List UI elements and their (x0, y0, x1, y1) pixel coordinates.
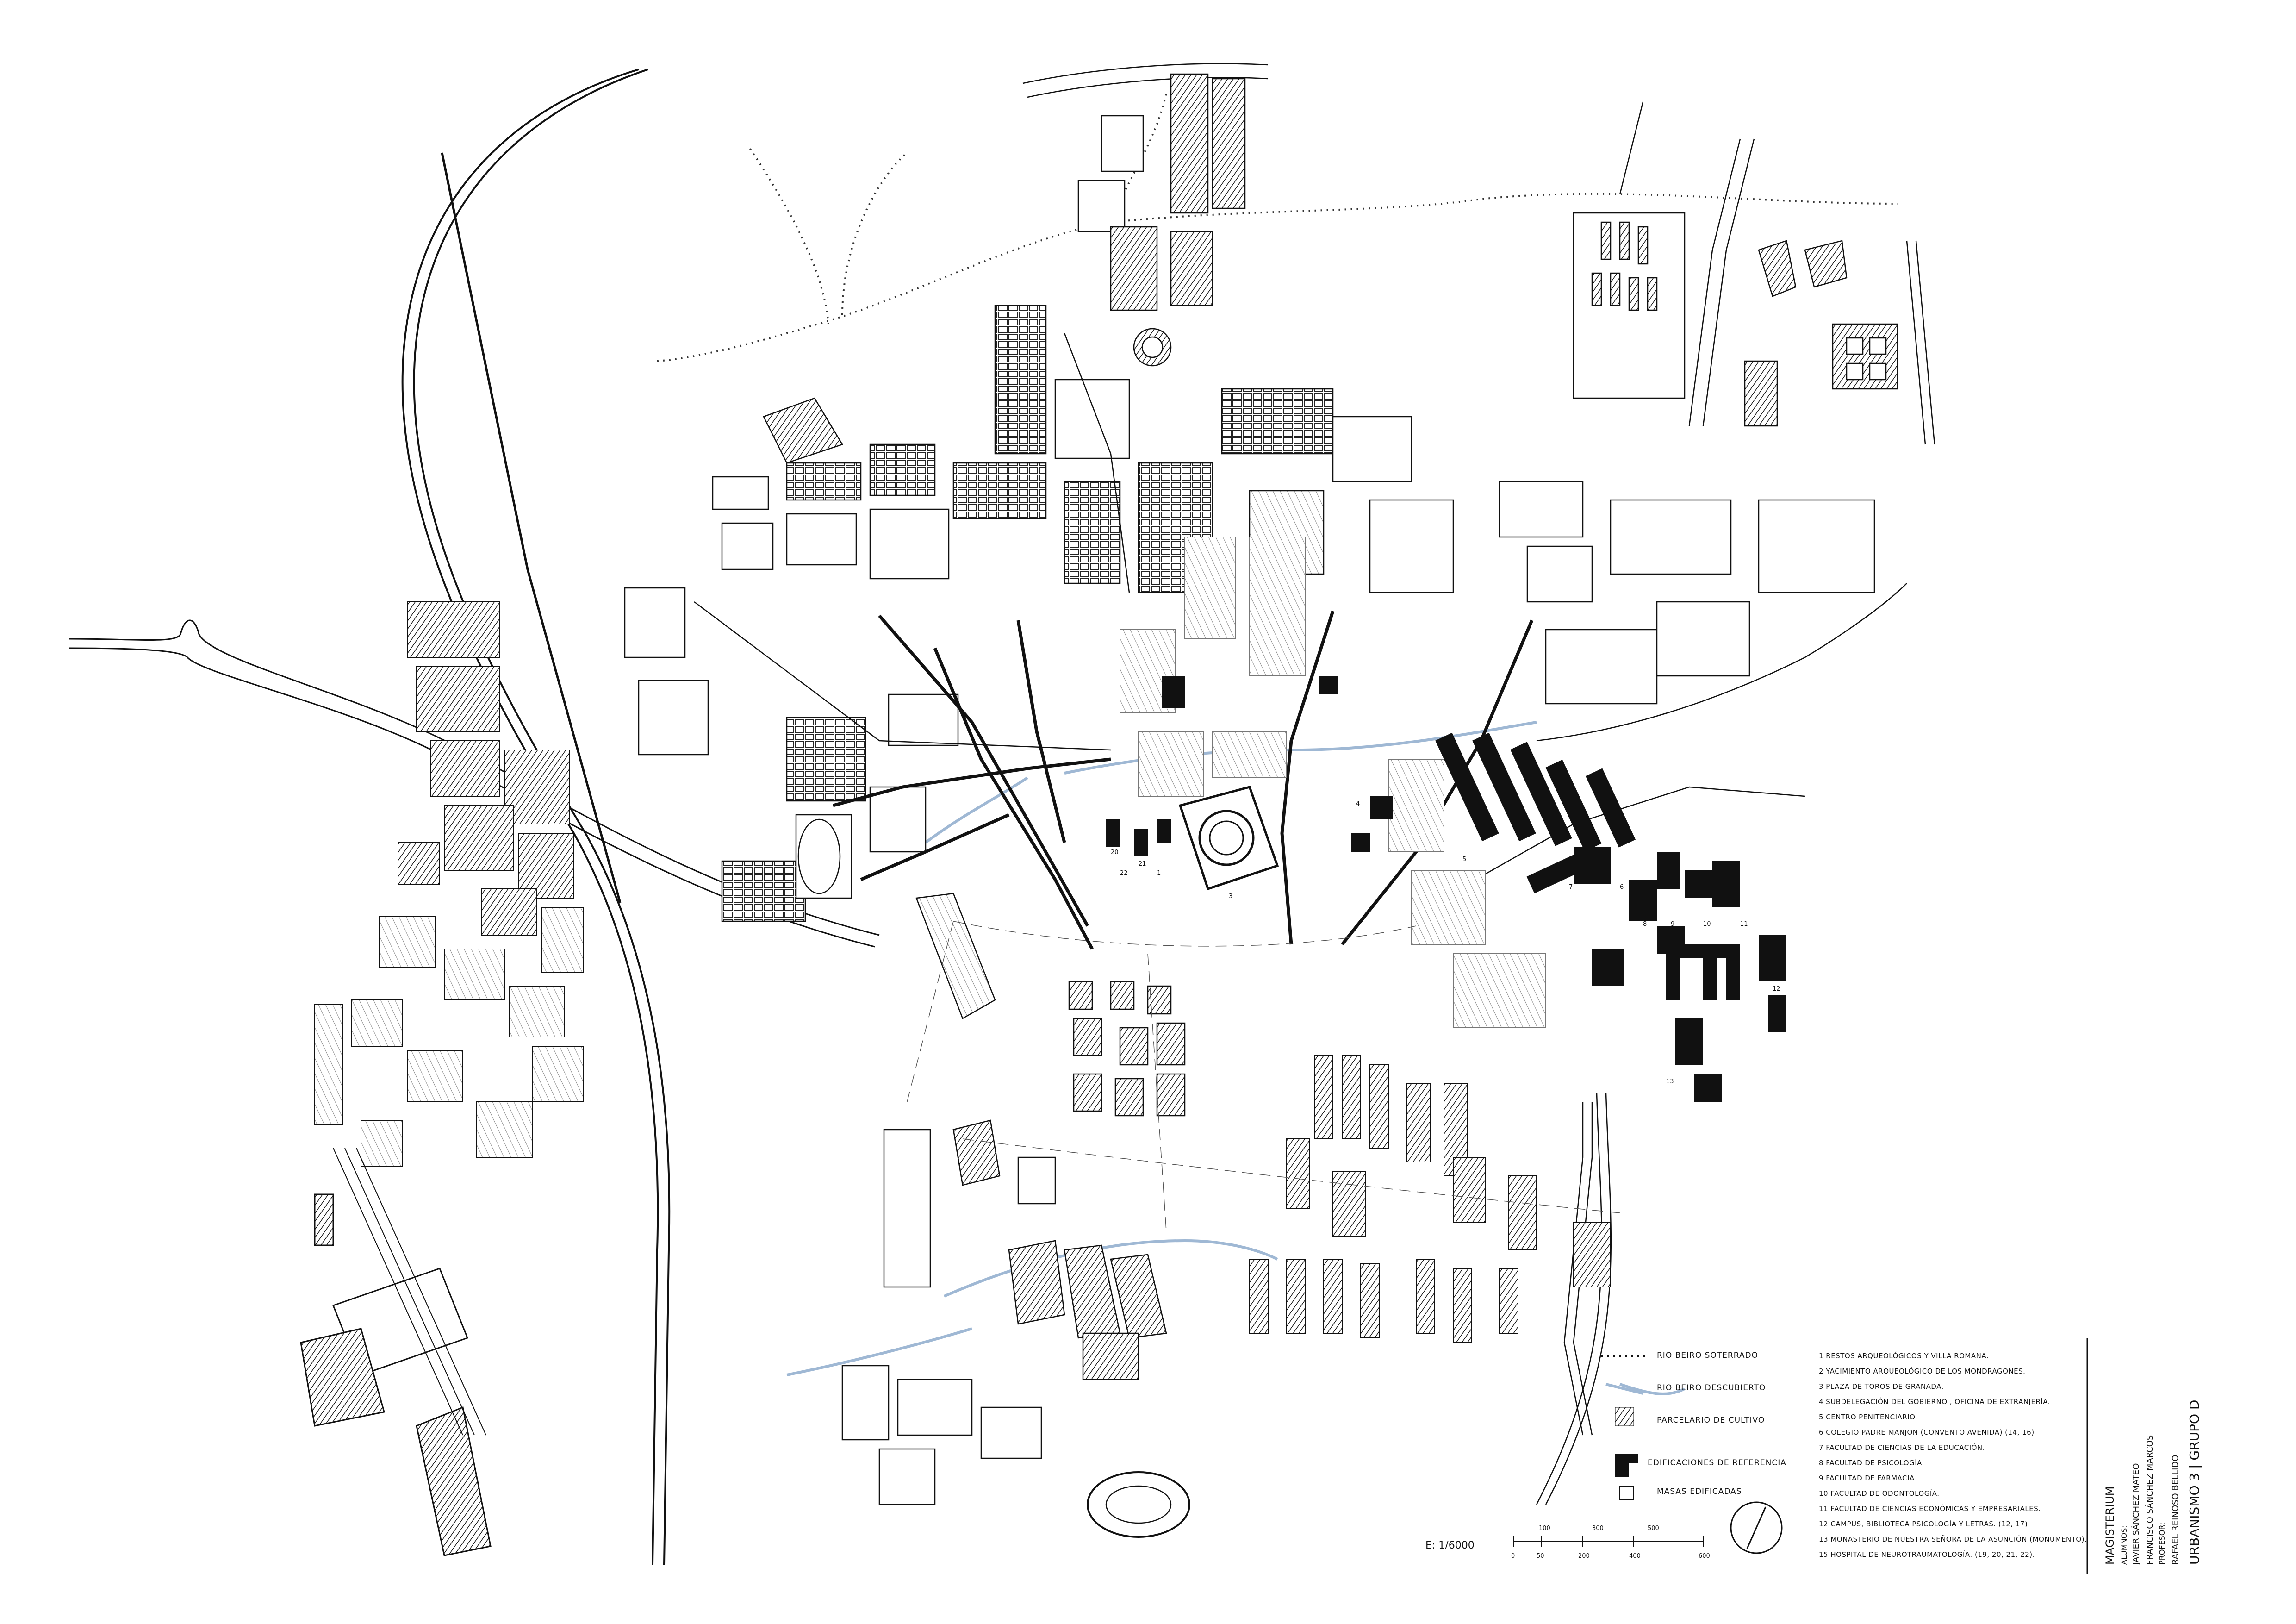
reference-item: 10 FACULTAD DE ODONTOLOGÍA. (1819, 1489, 1940, 1498)
reference-item: 3 PLAZA DE TOROS DE GRANADA. (1819, 1382, 1944, 1391)
legend-item-built-masses: MASAS EDIFICADAS (1657, 1487, 1742, 1496)
bullring (1178, 785, 1279, 891)
lesser-roads (694, 333, 1907, 1505)
reference-item: 15 HOSPITAL DE NEUROTRAUMATOLOGÍA. (19, … (1819, 1550, 2035, 1559)
map-number: 1 (1157, 870, 1161, 877)
map-number: 15 (1324, 689, 1332, 696)
legend-item-buried-river: RIO BEIRO SOTERRADO (1657, 1351, 1758, 1360)
reference-item: 8 FACULTAD DE PSICOLOGÍA. (1819, 1459, 1924, 1467)
reference-item: 9 FACULTAD DE FARMACIA. (1819, 1474, 1917, 1482)
central-parcels (1120, 537, 1546, 1028)
map-number: 8 (1643, 921, 1647, 928)
reference-item: 4 SUBDELEGACIÓN DEL GOBIERNO , OFICINA D… (1819, 1398, 2051, 1406)
map-number: 22 (1120, 870, 1128, 877)
cultivated-parcels-west (314, 601, 584, 1167)
station-complex (300, 1148, 492, 1556)
reference-item: 12 CAMPUS, BIBLIOTECA PSICOLOGÍA Y LETRA… (1819, 1520, 2028, 1528)
buried-river (657, 92, 1898, 362)
reference-item: 13 MONASTERIO DE NUESTRA SEÑORA DE LA AS… (1819, 1535, 2087, 1543)
open-river (786, 721, 1686, 1395)
map-number: 4 (1356, 800, 1360, 807)
reference-item: 2 YACIMIENTO ARQUEOLÓGICO DE LOS MONDRAG… (1819, 1367, 2026, 1375)
legend-symbol-outline (1619, 1486, 1634, 1500)
student-name: FRANCISCO SÁNCHEZ MARCOS (2145, 1435, 2155, 1565)
student-name: JAVIER SÁNCHEZ MATEO (2131, 1463, 2141, 1565)
professor-heading: PROFESOR: (2158, 1522, 2166, 1565)
legend-symbol-river (1605, 1383, 1643, 1395)
railway (441, 152, 622, 903)
reference-item: 1 RESTOS ARQUEOLÓGICOS Y VILLA ROMANA. (1819, 1352, 1989, 1360)
scale-tick-labels: 100 300 500 0 50 200 400 600 E: 1/6000 (1425, 1525, 1710, 1560)
scale-label: E: 1/6000 (1425, 1540, 1475, 1551)
legend-symbol-hatch (1615, 1407, 1634, 1426)
northeast-district (1573, 101, 1935, 445)
scale-tick-top: 100 (1539, 1525, 1550, 1532)
scale-tick-bottom: 600 (1699, 1553, 1710, 1560)
north-district (1022, 63, 1269, 367)
course-group: URBANISMO 3 | GRUPO D (2187, 1399, 2202, 1565)
map-number: 20 (1111, 849, 1119, 856)
legend-item-open-river: RIO BEIRO DESCUBIERTO (1657, 1383, 1766, 1393)
course-name: MAGISTERIUM (2103, 1486, 2116, 1565)
map-number: 11 (1740, 921, 1748, 928)
southeast-blocks (1249, 1055, 1611, 1343)
scale-tick-bottom: 400 (1629, 1553, 1641, 1560)
professor-name: RAFAEL REINOSO BELLIDO (2171, 1455, 2180, 1565)
reference-item: 5 CENTRO PENITENCIARIO. (1819, 1413, 1918, 1421)
reference-item: 6 COLEGIO PADRE MANJÓN (CONVENTO AVENIDA… (1819, 1428, 2035, 1437)
scale-bar (1513, 1536, 1704, 1547)
reference-buildings (1106, 676, 1786, 1102)
map-number: 12 (1773, 986, 1780, 993)
legend-item-parcels: PARCELARIO DE CULTIVO (1657, 1416, 1765, 1425)
scale-tick-top: 300 (1592, 1525, 1604, 1532)
reference-item: 11 FACULTAD DE CIENCIAS ECONÓMICAS Y EMP… (1819, 1505, 2041, 1513)
radial-guides (907, 921, 1620, 1232)
map-number: 10 (1703, 921, 1711, 928)
road-west (69, 619, 880, 948)
south-district (841, 893, 1190, 1538)
map-number: 21 (1139, 861, 1146, 868)
legend-symbols (1601, 1355, 1648, 1500)
legend-item-reference-buildings: EDIFICACIONES DE REFERENCIA (1648, 1458, 1786, 1468)
north-arrow-icon (1730, 1501, 1783, 1554)
map-number: 3 (1229, 893, 1232, 900)
scale-tick-bottom: 50 (1537, 1553, 1544, 1560)
map-number: 7 (1569, 884, 1573, 891)
students-heading: ALUMNOS: (2120, 1525, 2128, 1565)
map-numbers: 3 4 5 6 7 8 9 10 11 12 13 15 20 21 22 1 (1111, 689, 1780, 1085)
scale-tick-top: 500 (1648, 1525, 1659, 1532)
map-number: 13 (1666, 1078, 1674, 1085)
scale-tick-bottom: 0 (1511, 1553, 1515, 1560)
legend-symbol-mass (1615, 1454, 1638, 1477)
map-number: 5 (1462, 856, 1466, 863)
scale-tick-bottom: 200 (1578, 1553, 1590, 1560)
central-district (624, 305, 1875, 922)
reference-item: 7 FACULTAD DE CIENCIAS DE LA EDUCACIÓN. (1819, 1443, 1985, 1452)
map-number: 6 (1620, 884, 1624, 891)
avenues (833, 610, 1534, 950)
map-number: 9 (1671, 921, 1674, 928)
